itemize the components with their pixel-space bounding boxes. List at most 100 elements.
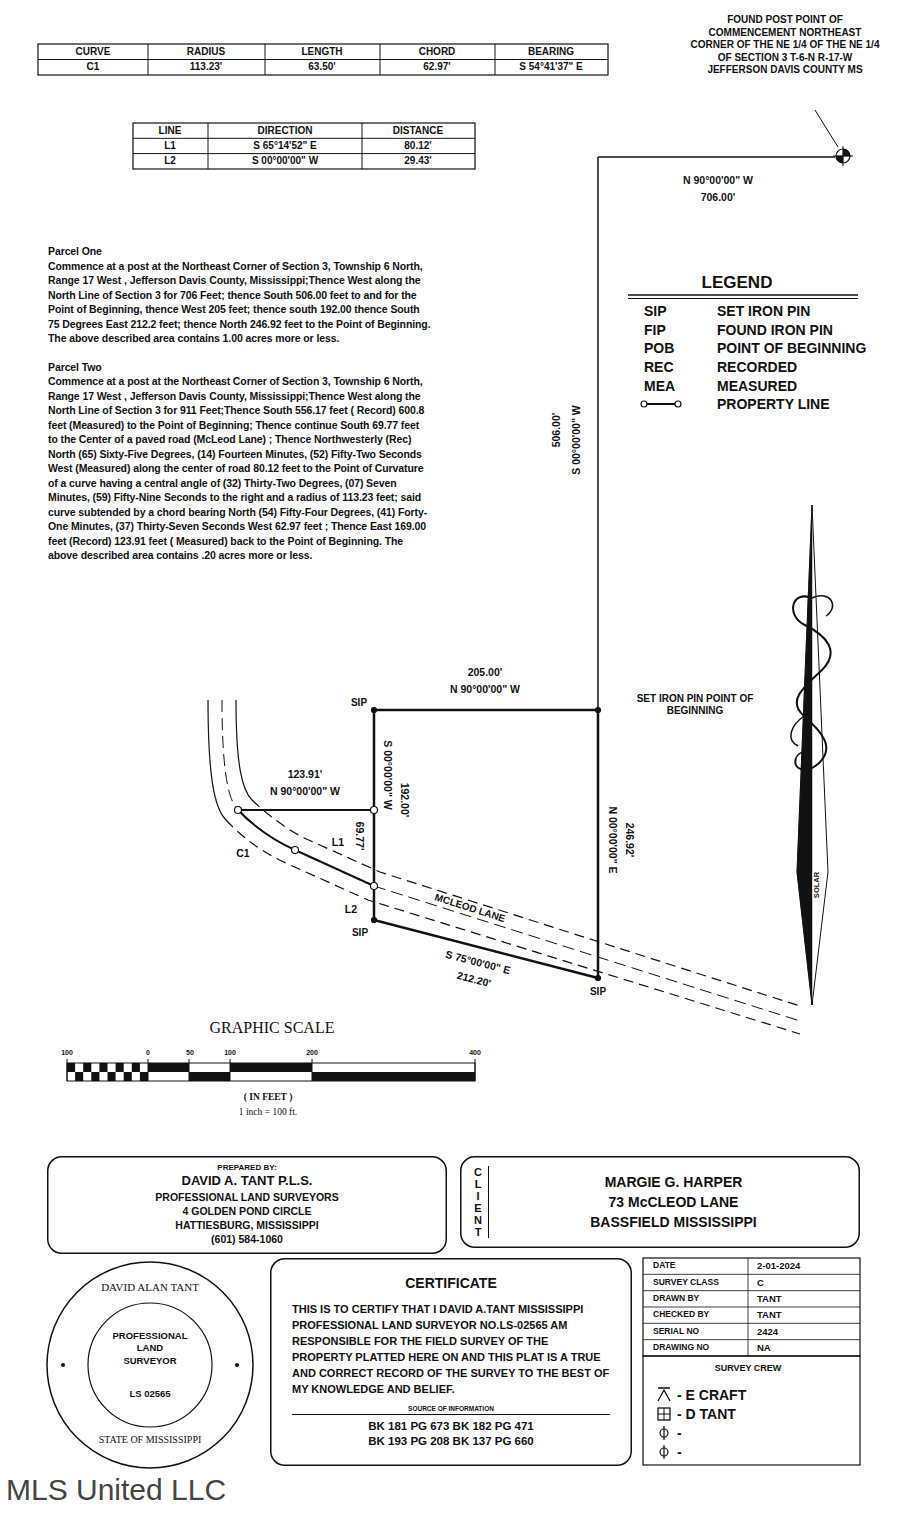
- iron-pin: [372, 918, 377, 923]
- table-cell: 29.43': [403, 155, 432, 167]
- survey-point: [371, 883, 378, 890]
- north-arrow-ribbon: [793, 596, 831, 769]
- table-rule: [208, 123, 209, 169]
- table-rule: [265, 44, 266, 75]
- segment-label: L2: [344, 903, 358, 915]
- legend-line-sample: [675, 401, 681, 407]
- node-text: (601) 584-1060: [57, 1232, 437, 1246]
- survey-point: [371, 807, 378, 814]
- table-cell: BEARING: [527, 46, 575, 58]
- table-rule: [362, 123, 363, 169]
- legend-entry: SET IRON PIN: [717, 303, 810, 319]
- table-cell: 2-01-2024: [756, 1261, 801, 1272]
- scale-tick: [312, 1059, 313, 1081]
- survey-point: [235, 807, 242, 814]
- table-cell: 63.50': [307, 61, 336, 73]
- table-cell: 2424: [756, 1326, 779, 1337]
- legend-rule: [628, 294, 858, 296]
- table-rule: [133, 153, 475, 154]
- table-cell: 80.12': [403, 140, 432, 152]
- table-cell: DISTANCE: [392, 125, 444, 137]
- seal-ring: [88, 1303, 212, 1427]
- table-cell: L1: [163, 140, 177, 152]
- legend-rule: [628, 298, 858, 299]
- box-border: [271, 1259, 632, 1466]
- callout-note: FOUND POST POINT OF COMMENCEMENT NORTHEA…: [688, 14, 882, 77]
- table-rule: [643, 1323, 860, 1324]
- table-cell: S 54°41'37" E: [518, 61, 583, 73]
- table-rule: [643, 1339, 860, 1340]
- legend-line-sample: [641, 401, 647, 407]
- table-cell: NA: [756, 1343, 772, 1354]
- iron-pin: [596, 976, 601, 981]
- seal-dot: [61, 1363, 65, 1367]
- scale-tick-label: 0: [145, 1049, 151, 1057]
- table-cell: TANT: [756, 1294, 783, 1305]
- table-cell: DATE: [652, 1261, 677, 1271]
- legal-description: The above described area contains 1.00 a…: [47, 331, 432, 346]
- found-post-symbol: [843, 146, 844, 166]
- dimension-label: 123.91': [287, 768, 324, 780]
- scale-cell: [189, 1072, 230, 1081]
- legend-abbreviation: REC: [643, 359, 675, 375]
- table-cell: DIRECTION: [257, 125, 314, 137]
- text-column: PREPARED BY:DAVID A. TANT P.L.S.PROFESSI…: [57, 1163, 437, 1246]
- table-rule: [643, 1274, 860, 1275]
- dimension-label: 205.00': [467, 666, 504, 678]
- table-border: [133, 123, 475, 169]
- north-arrow-ribbon: [791, 596, 833, 760]
- node-text: SOURCE OF INFORMATION: [292, 1405, 610, 1415]
- dimension-label: S 00°00'00" W: [382, 739, 394, 810]
- table-cell: RADIUS: [186, 46, 226, 58]
- node-text: CERTIFICATE: [292, 1275, 610, 1291]
- found-post-symbol: [836, 156, 843, 163]
- scale-cell: [91, 1072, 99, 1081]
- table-cell: SERIAL NO: [652, 1327, 700, 1337]
- table-heading: SURVEY CREW: [714, 1363, 783, 1373]
- node-text: 4 GOLDEN POND CIRCLE: [57, 1204, 437, 1218]
- dimension-label: N 90°00'00" W: [269, 785, 341, 797]
- table-cell: CURVE: [75, 46, 112, 58]
- parcel-boundary: [238, 809, 374, 811]
- node-text: PROFESSIONAL LAND SURVEYOR: [111, 1330, 189, 1367]
- pin-label: SIP: [351, 927, 369, 939]
- box-border: [48, 1157, 447, 1254]
- scale-cell: [75, 1072, 83, 1081]
- table-cell: SURVEY CLASS: [652, 1278, 720, 1288]
- crew-symbol: [663, 1445, 664, 1459]
- crew-entry: - E CRAFT: [676, 1387, 747, 1403]
- crew-symbol: [658, 1414, 670, 1415]
- scale-tick: [148, 1059, 149, 1081]
- road-edge: [252, 800, 800, 1006]
- surveyor-seal: DAVID ALAN TANTPROFESSIONAL LAND SURVEYO…: [45, 1260, 255, 1470]
- road-edge: [236, 700, 252, 800]
- arrow-label: SOLAR: [813, 872, 822, 898]
- pin-label: SIP: [589, 986, 607, 998]
- table-rule: [748, 1258, 749, 1356]
- parcel-boundary: [295, 850, 374, 886]
- node-body: DAVID ALAN TANTPROFESSIONAL LAND SURVEYO…: [45, 1260, 255, 1470]
- table-cell: CHORD: [418, 46, 457, 58]
- text-column: MARGIE G. HARPER73 McCLEOD LANEBASSFIELD…: [495, 1172, 852, 1233]
- table-border: [643, 1356, 860, 1465]
- scale-cell: [140, 1072, 148, 1081]
- segment-label: L1: [331, 836, 345, 848]
- iron-pin: [372, 708, 377, 713]
- scale-tick: [67, 1059, 68, 1081]
- node-text: LS 02565: [45, 1388, 255, 1399]
- table-rule: [133, 138, 475, 139]
- legal-description-column: Parcel OneCommence at a post at the Nort…: [47, 244, 432, 563]
- scale-cell: [148, 1063, 189, 1072]
- dimension-label: S 00°00'00" W: [570, 404, 582, 475]
- node-text: HATTIESBURG, MISSISSIPPI: [57, 1218, 437, 1232]
- node-body: CERTIFICATETHIS IS TO CERTIFY THAT I DAV…: [270, 1265, 632, 1459]
- legend-entry: FOUND IRON PIN: [717, 322, 833, 338]
- table-border: [38, 44, 608, 75]
- scale-tick: [475, 1059, 476, 1081]
- box-border: [461, 1157, 860, 1248]
- legend-entry: MEASURED: [717, 378, 797, 394]
- table-cell: DRAWING NO: [652, 1343, 710, 1353]
- table-cell: 62.97': [422, 61, 451, 73]
- scale-tick-label: 400: [468, 1049, 482, 1057]
- crew-entry: -: [676, 1444, 683, 1460]
